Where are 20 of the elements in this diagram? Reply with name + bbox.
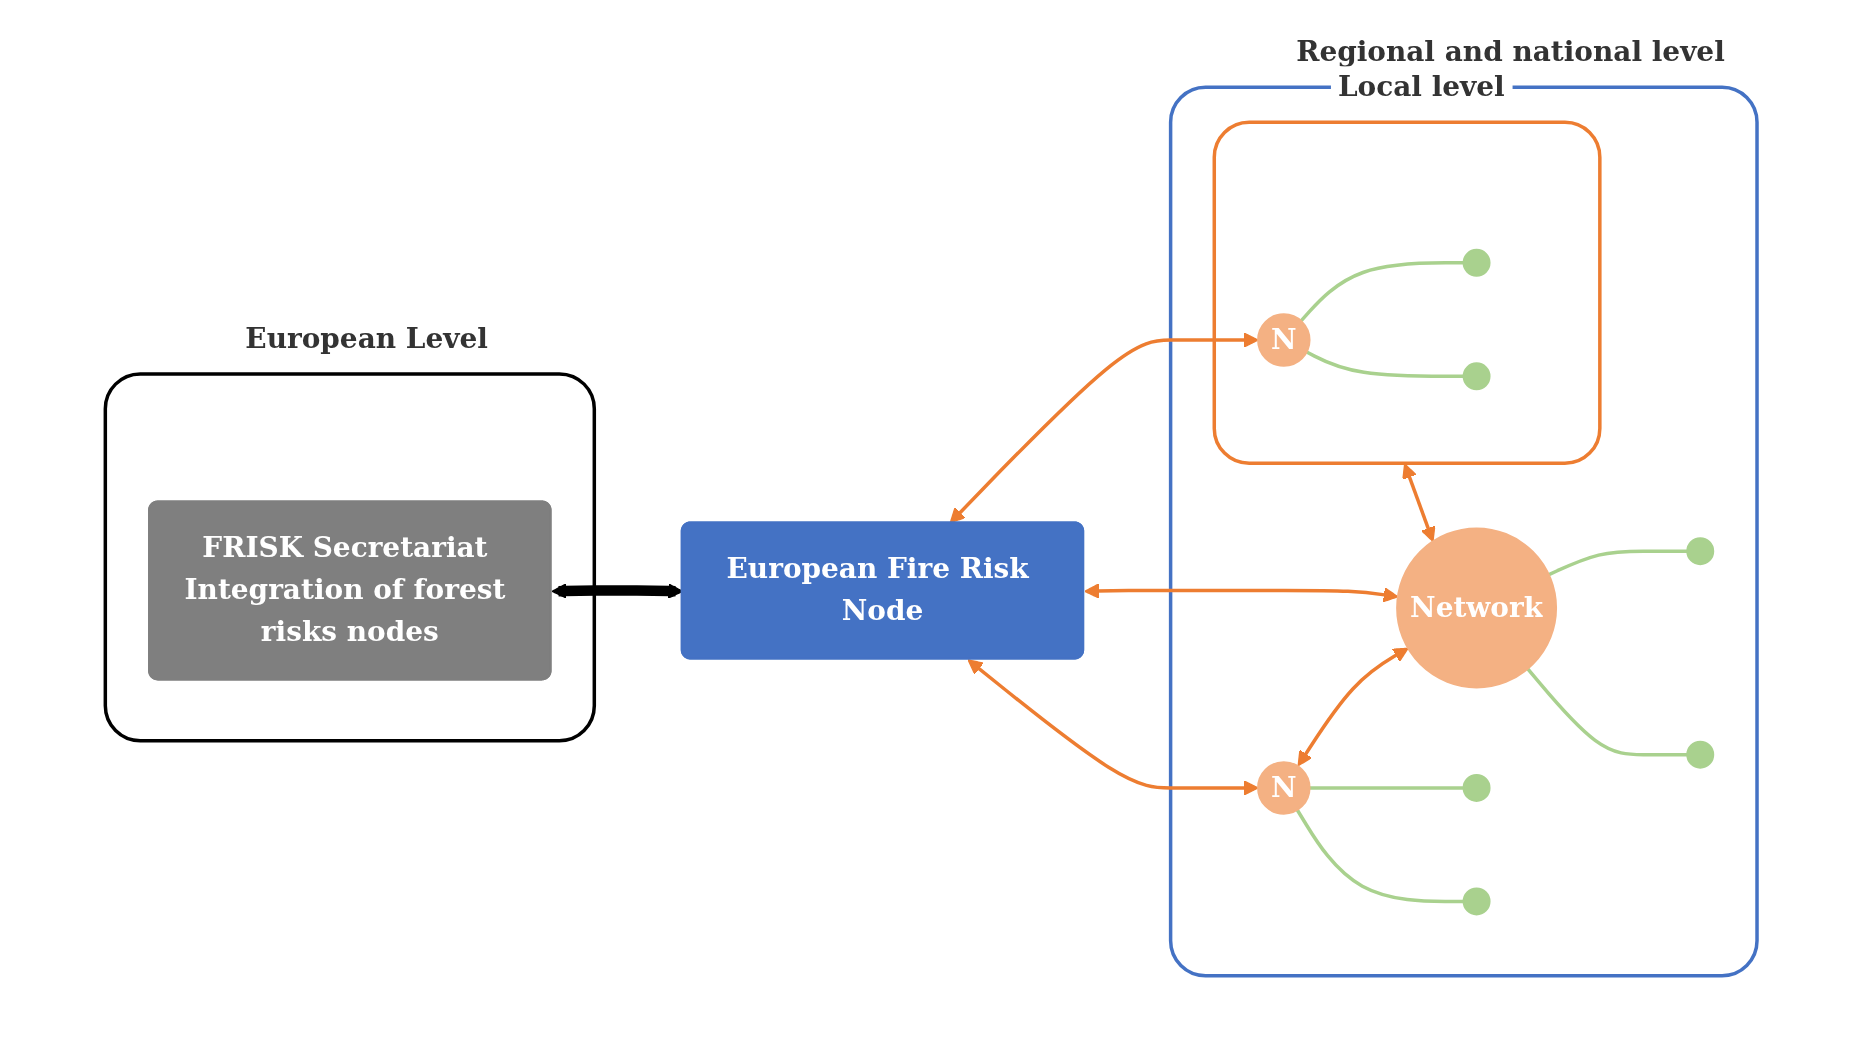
arrow [1297,647,1409,767]
connector [1310,786,1464,790]
node-circle [1686,740,1715,769]
connector [1526,667,1688,757]
connector [1306,350,1464,379]
node-circle [1462,362,1491,391]
connector [1300,261,1464,323]
node-circle [1462,773,1491,802]
node-circle [1462,887,1491,916]
node-circle: Network [1396,527,1558,689]
arrow [1402,463,1436,543]
node-circle [1462,248,1491,277]
connector [1548,549,1688,577]
arrow [949,332,1259,524]
node-circle: N [1257,761,1311,815]
connector [1296,809,1464,904]
node-circle: N [1257,313,1311,367]
node-circle [1686,537,1715,566]
arrow [967,659,1259,796]
arrow [1084,583,1399,603]
